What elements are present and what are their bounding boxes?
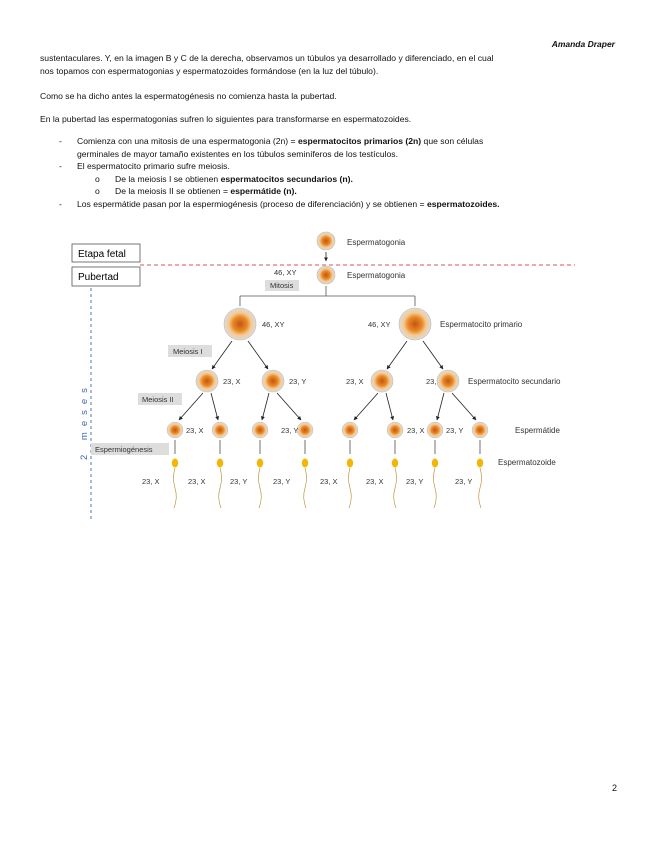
karyotype-spermatid: 23, Y <box>446 426 463 435</box>
karyotype-primary-left: 46, XY <box>262 320 285 329</box>
stage-fetal-label: Etapa fetal <box>78 249 126 260</box>
label-secondary-spermatocyte: Espermatocito secundario <box>468 377 561 386</box>
karyotype-spermatozoon: 23, Y <box>230 477 247 486</box>
label-spermatogonia-fetal: Espermatogonia <box>347 238 406 247</box>
mitosis-label: Mitosis <box>270 281 294 290</box>
meiosis2-arrows <box>179 393 476 420</box>
paragraph-puberty-process: En la pubertad las espermatogonias sufre… <box>40 113 620 126</box>
list-dash: - <box>59 160 62 173</box>
list-text: De la meiosis II se obtienen = <box>115 186 230 196</box>
karyotype-secondary: 23, Y <box>289 377 306 386</box>
author-name: Amanda Draper <box>552 39 615 49</box>
list-text-bold: espermatocitos primarios (2n) <box>298 136 421 146</box>
arrow <box>248 341 268 369</box>
paragraph-tubules: sustentaculares. Y, en la imagen B y C d… <box>40 52 620 77</box>
cell-secondary-spermatocyte <box>196 370 218 392</box>
karyotype-secondary: 23, X <box>346 377 364 386</box>
list-text: Comienza con una mitosis de una espermat… <box>77 136 298 146</box>
karyotype-spermatozoon: 23, Y <box>273 477 290 486</box>
karyotype-spermatozoon: 23, Y <box>406 477 423 486</box>
label-spermatogonia-puberty: Espermatogonia <box>347 271 406 280</box>
karyotype-spermatid: 23, X <box>407 426 425 435</box>
list-text-bold: espermatocitos secundarios (n). <box>221 174 353 184</box>
karyotype-spermatozoon: 23, X <box>366 477 384 486</box>
list-text-bold: espermatozoides. <box>427 199 500 209</box>
page-number: 2 <box>612 783 617 793</box>
karyotype-spermatogonia: 46, XY <box>274 268 297 277</box>
karyotype-secondary: 23, X <box>223 377 241 386</box>
cell-secondary-spermatocyte <box>262 370 284 392</box>
spermatogenesis-steps: - Comienza con una mitosis de una esperm… <box>40 135 630 210</box>
arrow <box>423 341 443 369</box>
spermiogenesis-label: Espermiogénesis <box>95 445 153 454</box>
meiosis1-label: Meiosis I <box>173 347 203 356</box>
label-spermatozoon: Espermatozoide <box>498 458 556 467</box>
list-text: que son células <box>421 136 483 146</box>
karyotype-spermatid: 23, Y <box>281 426 298 435</box>
cell-secondary-spermatocyte <box>437 370 459 392</box>
list-item-mitosis: - Comienza con una mitosis de una esperm… <box>40 135 630 160</box>
paragraph-line: sustentaculares. Y, en la imagen B y C d… <box>40 52 620 65</box>
list-bullet: o <box>95 185 100 198</box>
stage-puberty-label: Pubertad <box>78 272 119 283</box>
karyotype-primary-right: 46, XY <box>368 320 391 329</box>
karyotype-spermatozoon: 23, Y <box>455 477 472 486</box>
time-axis-label: 2 meses <box>79 382 90 460</box>
list-text: De la meiosis I se obtienen <box>115 174 221 184</box>
label-spermatid: Espermátide <box>515 426 560 435</box>
cell-spermatogonia-fetal <box>317 232 335 250</box>
list-dash: - <box>59 135 62 148</box>
arrow <box>387 341 407 369</box>
cell-primary-spermatocyte-right <box>399 308 431 340</box>
paragraph-line: nos topamos con espermatogonias y esperm… <box>40 65 620 78</box>
list-text: El espermatocito primario sufre meiosis. <box>77 161 230 171</box>
karyotype-spermatozoon: 23, X <box>320 477 338 486</box>
paragraph-puberty-start: Como se ha dicho antes la espermatogénes… <box>40 90 620 103</box>
cell-secondary-spermatocyte <box>371 370 393 392</box>
meiosis2-label: Meiosis II <box>142 395 174 404</box>
cell-primary-spermatocyte-left <box>224 308 256 340</box>
karyotype-spermatozoon: 23, X <box>142 477 160 486</box>
meiosis-sublist: o De la meiosis I se obtienen espermatoci… <box>77 173 630 198</box>
list-item-meiosis: - El espermatocito primario sufre meiosi… <box>40 160 630 198</box>
karyotype-spermatozoon: 23, X <box>188 477 206 486</box>
sublist-item-meiosis2: o De la meiosis II se obtienen = espermát… <box>77 185 630 198</box>
sublist-item-meiosis1: o De la meiosis I se obtienen espermatoci… <box>77 173 630 186</box>
cell-spermatogonia-puberty <box>317 266 335 284</box>
spermatogenesis-diagram: Etapa fetal Pubertad 2 meses Espermatogo… <box>60 228 580 528</box>
list-text: Los espermátide pasan por la espermiogén… <box>77 199 427 209</box>
list-item-spermiogenesis: - Los espermátide pasan por la espermiog… <box>40 198 630 211</box>
list-text: germinales de mayor tamaño existentes en… <box>77 149 398 159</box>
karyotype-spermatid: 23, X <box>186 426 204 435</box>
list-dash: - <box>59 198 62 211</box>
arrow <box>212 341 232 369</box>
list-text-bold: espermátide (n). <box>230 186 296 196</box>
list-bullet: o <box>95 173 100 186</box>
spermatozoa-row <box>172 440 483 508</box>
label-primary-spermatocyte: Espermatocito primario <box>440 320 523 329</box>
spermatid-row <box>167 422 488 438</box>
